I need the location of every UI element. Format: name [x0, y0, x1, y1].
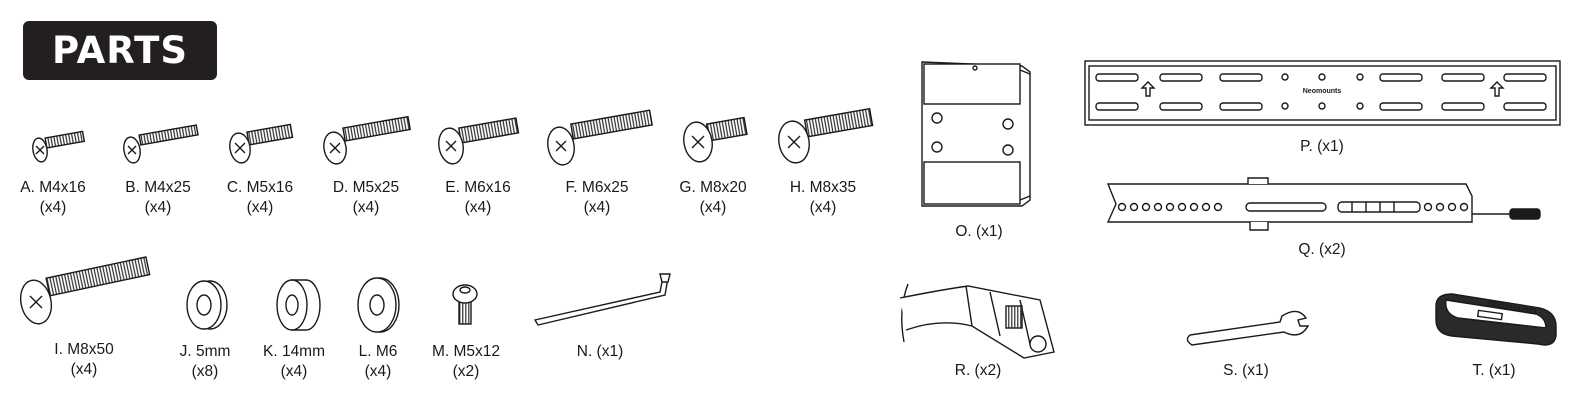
label-part-q: Q. (x2) [1298, 241, 1346, 258]
label-part-n: N. (x1) [576, 343, 624, 360]
label-part-r: R. (x2) [954, 362, 1002, 379]
allen-key-n-icon [533, 273, 671, 326]
screw-c-icon [229, 123, 294, 164]
wrench-s-icon [1186, 310, 1310, 346]
bracket-o-icon [921, 61, 1031, 207]
label-part-t: T. (x1) [1472, 362, 1516, 379]
spirit-level-t-icon: Neomounts [1435, 293, 1557, 346]
label-part-i: I. M8x50(x4) [54, 341, 114, 378]
label-part-m: M. M5x12(x2) [431, 343, 501, 380]
screw-m-icon [452, 284, 478, 325]
screw-h-icon [778, 107, 874, 164]
label-part-g: G. M8x20(x4) [679, 179, 747, 216]
screw-i-icon [19, 256, 151, 325]
tv-arm-q-icon [1106, 177, 1541, 231]
spacer-k-icon [276, 279, 321, 331]
screw-g-icon [683, 116, 748, 163]
parts-title-badge: PARTS [23, 21, 217, 80]
screw-f-icon [547, 109, 653, 166]
label-part-h: H. M8x35(x4) [789, 179, 857, 216]
label-part-d: D. M5x25(x4) [332, 179, 400, 216]
label-part-b: B. M4x25(x4) [125, 179, 191, 216]
label-part-k: K. 14mm(x4) [262, 343, 326, 380]
label-part-c: C. M5x16(x4) [226, 179, 294, 216]
label-part-p: P. (x1) [1300, 138, 1344, 155]
washer-l-icon [357, 277, 400, 333]
screw-a-icon [32, 130, 86, 163]
screw-b-icon [123, 124, 199, 164]
strap-r-icon [899, 283, 1055, 359]
label-part-f: F. M6x25(x4) [565, 179, 629, 216]
rail-logo-text: Neomounts [1303, 88, 1342, 95]
spacer-j-icon [186, 280, 228, 330]
label-part-o: O. (x1) [955, 223, 1003, 240]
label-part-l: L. M6(x4) [358, 343, 398, 380]
screw-e-icon [438, 117, 520, 165]
wall-rail-p-icon: Neomounts [1084, 60, 1561, 126]
label-part-a: A. M4x16(x4) [20, 179, 86, 216]
label-part-e: E. M6x16(x4) [445, 179, 511, 216]
label-part-j: J. 5mm(x8) [179, 343, 231, 380]
label-part-s: S. (x1) [1223, 362, 1269, 379]
screw-d-icon [323, 115, 412, 165]
